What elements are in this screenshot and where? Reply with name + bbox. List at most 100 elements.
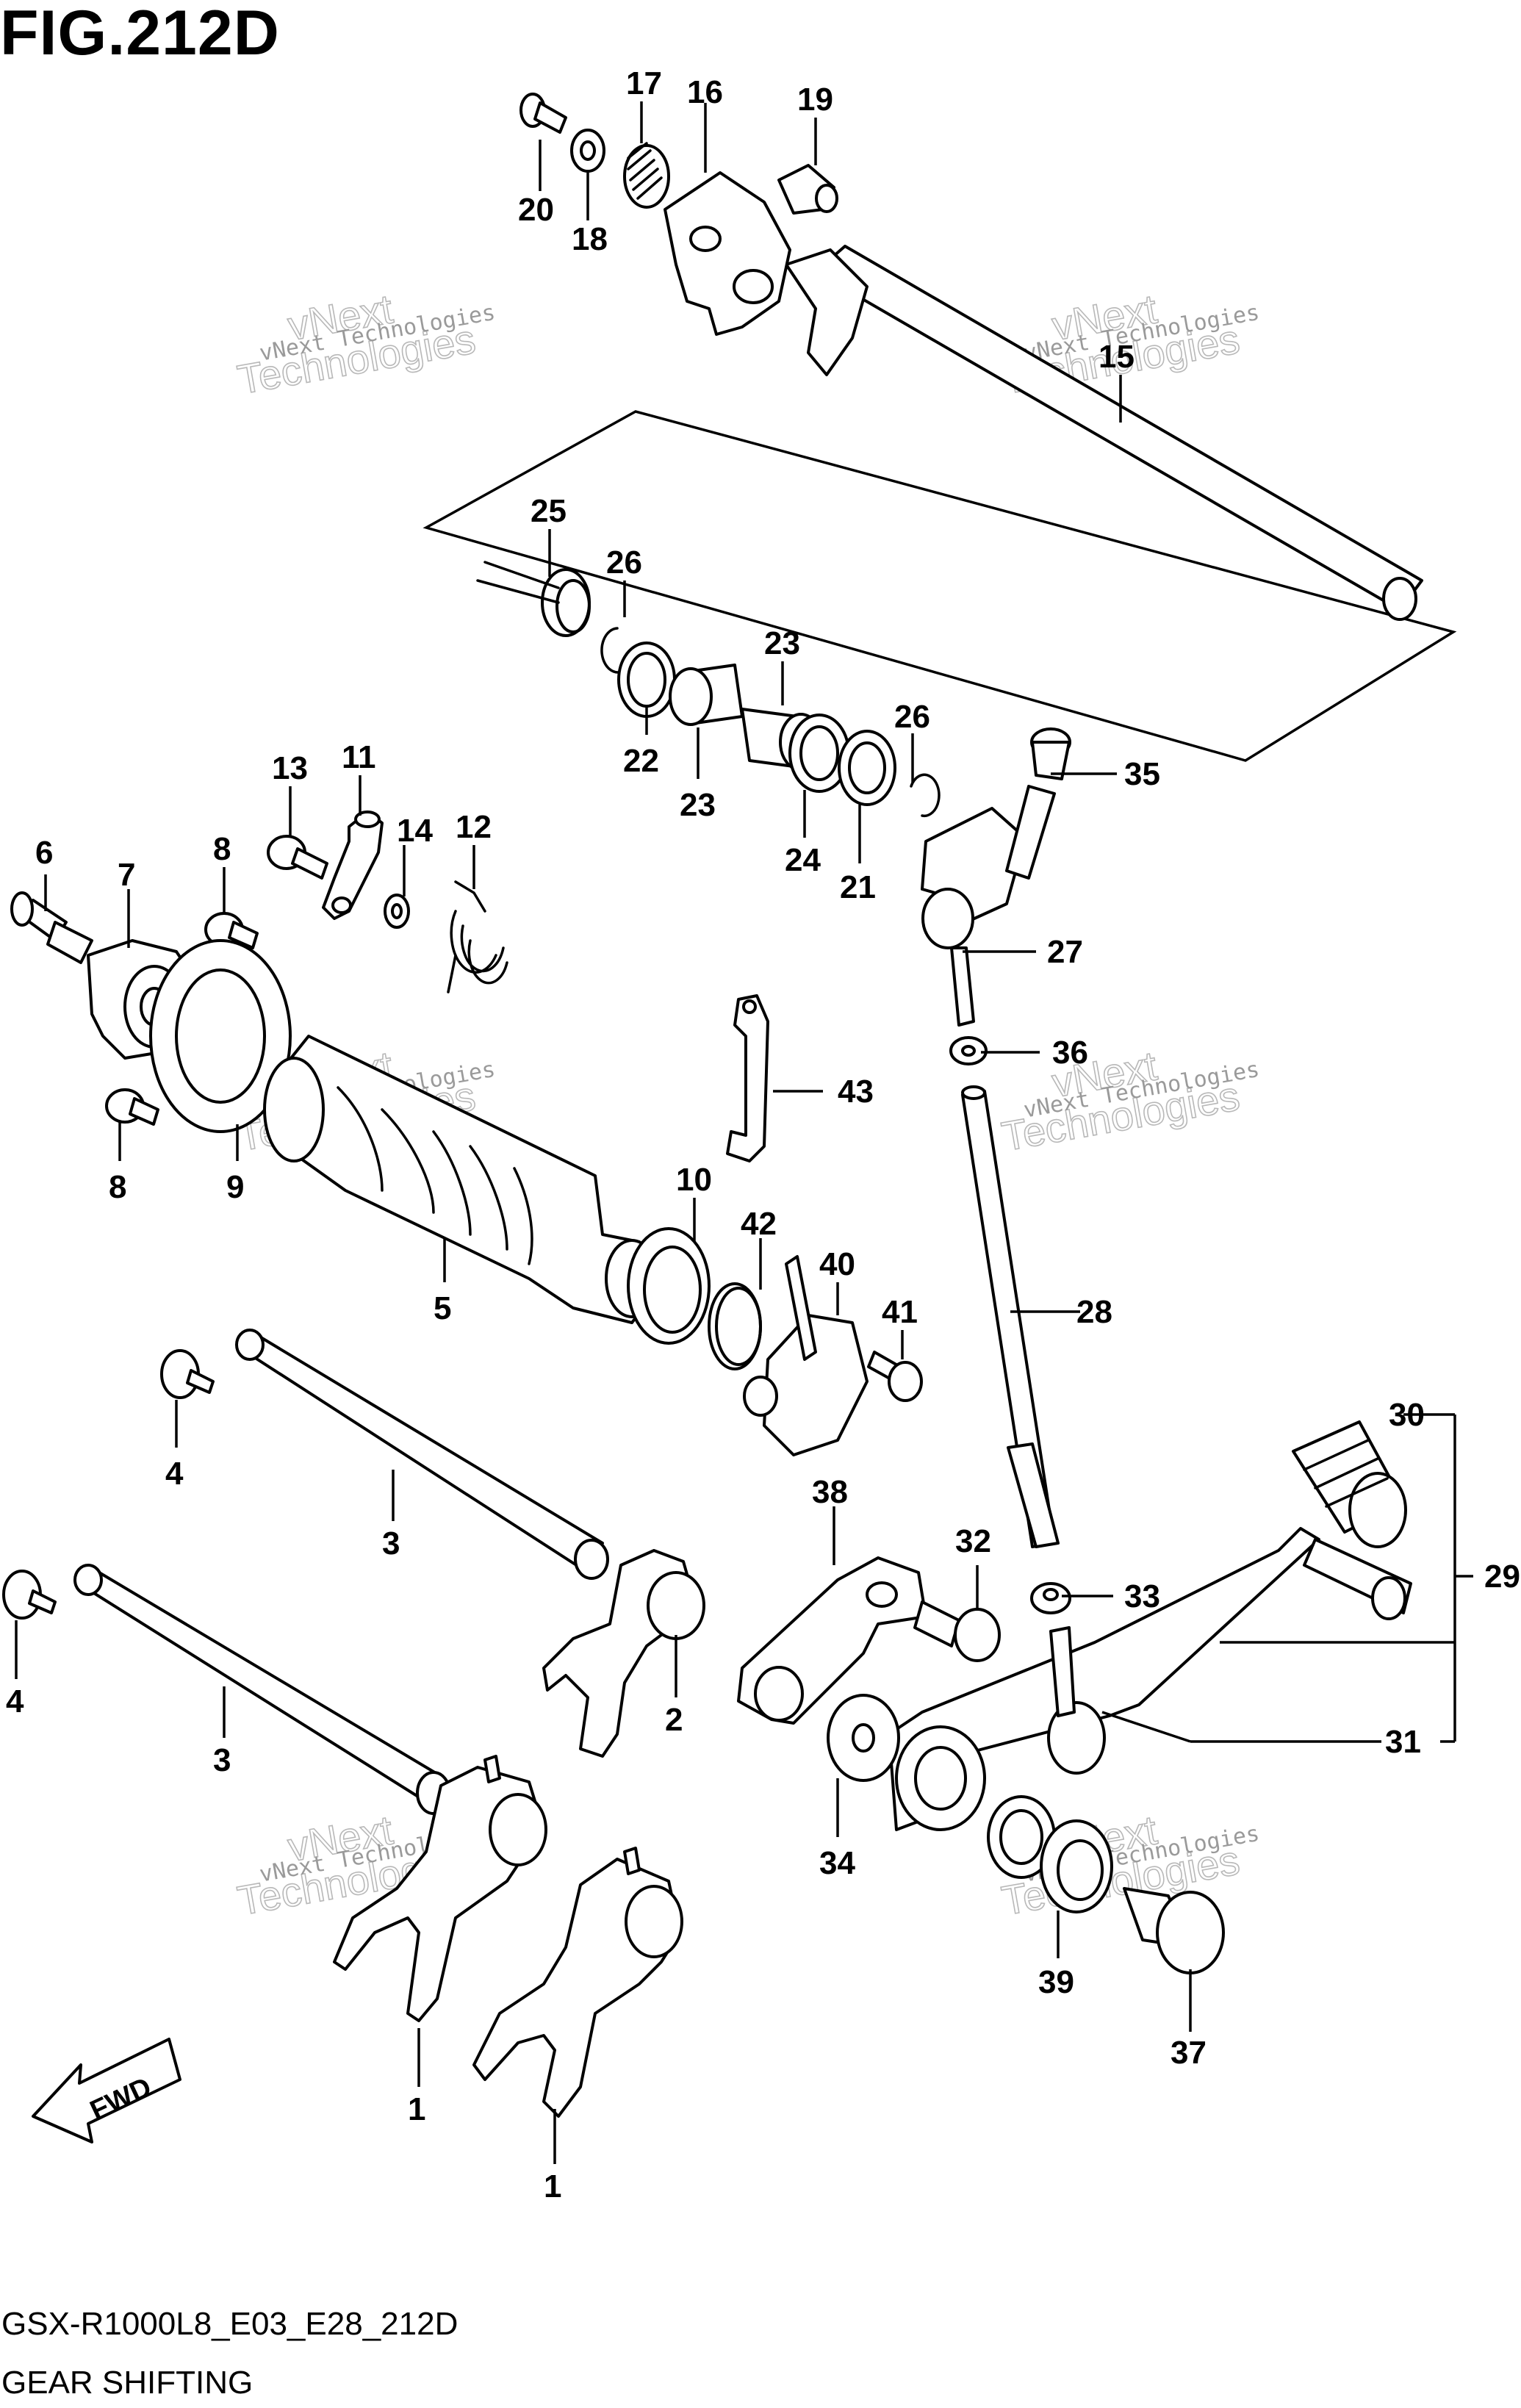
fwd-arrow: FWD <box>32 2038 181 2143</box>
callout-5: 5 <box>434 1290 451 1326</box>
part-4-bolt-a <box>160 1349 215 1399</box>
callout-27: 27 <box>1047 934 1083 970</box>
assembly-outline <box>422 410 1457 762</box>
footer-name: GEAR SHIFTING <box>1 2365 254 2401</box>
callout-38: 38 <box>812 1474 848 1510</box>
part-3-fork-shaft-a <box>235 1329 609 1580</box>
callout-23a: 23 <box>764 625 800 661</box>
part-16-shift-arm <box>664 171 791 336</box>
part-17-spring <box>623 142 670 209</box>
callout-15: 15 <box>1098 339 1135 375</box>
callout-4a: 4 <box>165 1456 184 1492</box>
callout-29: 29 <box>1484 1559 1520 1595</box>
callout-13: 13 <box>272 750 308 786</box>
footer-code: GSX-R1000L8_E03_E28_212D <box>1 2306 459 2342</box>
part-1-shift-fork-b <box>472 1847 683 2118</box>
callout-41: 41 <box>882 1294 918 1330</box>
callout-39: 39 <box>1038 1964 1074 2000</box>
callout-11: 11 <box>342 739 376 775</box>
part-39b-washer <box>1040 1819 1113 1913</box>
part-3-fork-shaft-b <box>73 1564 451 1815</box>
part-33-nut <box>1030 1582 1071 1614</box>
callout-34: 34 <box>819 1845 855 1881</box>
callout-18: 18 <box>572 221 608 257</box>
part-21-washer <box>838 730 896 806</box>
part-31-shift-pedal <box>888 1527 1412 1831</box>
callout-32: 32 <box>955 1523 991 1559</box>
part-23-bushing-a <box>669 664 744 726</box>
callout-1a: 1 <box>408 2091 425 2127</box>
callout-12: 12 <box>456 809 492 845</box>
callout-35: 35 <box>1124 756 1160 792</box>
part-6-pin <box>10 891 93 964</box>
callout-26b: 26 <box>894 699 930 735</box>
part-34-washer <box>827 1694 900 1782</box>
callout-36: 36 <box>1052 1035 1088 1071</box>
part-32-bolt <box>913 1600 1001 1662</box>
part-2-shift-fork <box>542 1549 705 1758</box>
part-19-bolt <box>777 164 838 215</box>
callout-7: 7 <box>118 857 135 893</box>
callout-25: 25 <box>531 493 567 529</box>
part-1-shift-fork-a <box>333 1755 547 2022</box>
part-4-bolt-b <box>2 1570 57 1620</box>
part-41-bolt <box>867 1351 923 1402</box>
callout-28: 28 <box>1076 1294 1112 1330</box>
callout-4b: 4 <box>6 1683 24 1719</box>
callout-labels: 17 16 19 20 18 15 25 26 23 22 23 24 21 2… <box>6 65 1520 2204</box>
callout-1b: 1 <box>544 2168 561 2204</box>
callout-31: 31 <box>1385 1724 1421 1760</box>
part-39-washer <box>987 1795 1056 1879</box>
callout-43: 43 <box>838 1074 874 1110</box>
part-14-washer <box>384 894 410 929</box>
callout-26a: 26 <box>606 545 642 581</box>
callout-20: 20 <box>518 192 554 228</box>
part-9-bearing <box>149 939 292 1133</box>
callout-3b: 3 <box>213 1742 231 1778</box>
callout-23b: 23 <box>680 787 716 823</box>
callout-16: 16 <box>687 74 723 110</box>
part-24-oil-seal <box>788 714 850 793</box>
part-36-nut <box>949 1036 988 1065</box>
part-37-pivot-bolt <box>1123 1887 1225 1974</box>
callout-9: 9 <box>226 1169 244 1205</box>
part-30-pedal-rubber <box>1292 1420 1407 1548</box>
part-11-stopper-arm <box>322 811 384 920</box>
callout-6: 6 <box>35 835 53 871</box>
part-20-bolt <box>519 93 567 134</box>
part-18-washer <box>570 129 605 173</box>
callout-24: 24 <box>785 842 821 878</box>
part-40-sensor <box>743 1255 869 1456</box>
part-13-bolt <box>267 835 328 880</box>
callout-21: 21 <box>840 869 876 905</box>
part-25-spring <box>476 561 591 637</box>
part-8-bolt-b <box>105 1088 159 1126</box>
part-12-spring <box>447 880 508 993</box>
callout-14: 14 <box>397 813 433 849</box>
part-42-oring <box>708 1282 762 1370</box>
part-27-shift-lever <box>921 807 1026 1027</box>
part-38-link-arm <box>737 1556 927 1725</box>
callout-33: 33 <box>1124 1578 1160 1614</box>
callout-8b: 8 <box>109 1169 126 1205</box>
callout-3a: 3 <box>382 1525 400 1561</box>
callout-19: 19 <box>797 82 833 118</box>
part-28-shift-rod <box>961 1085 1060 1548</box>
part-35-bolt <box>1005 727 1071 880</box>
part-10-bearing <box>627 1227 711 1345</box>
callout-40: 40 <box>819 1246 855 1282</box>
part-15-shift-shaft <box>785 245 1423 621</box>
callout-8a: 8 <box>213 831 231 867</box>
callout-22: 22 <box>623 743 659 779</box>
callout-2: 2 <box>665 1702 683 1738</box>
part-26-clip-b <box>910 773 941 818</box>
callout-42: 42 <box>741 1206 777 1242</box>
callout-30: 30 <box>1389 1397 1425 1433</box>
leader-lines <box>15 101 1473 2164</box>
figure-title: FIG.212D <box>0 0 280 68</box>
callout-37: 37 <box>1171 2035 1207 2071</box>
part-8-bolt-a <box>204 912 259 949</box>
part-43-harness-clamp <box>726 994 769 1162</box>
